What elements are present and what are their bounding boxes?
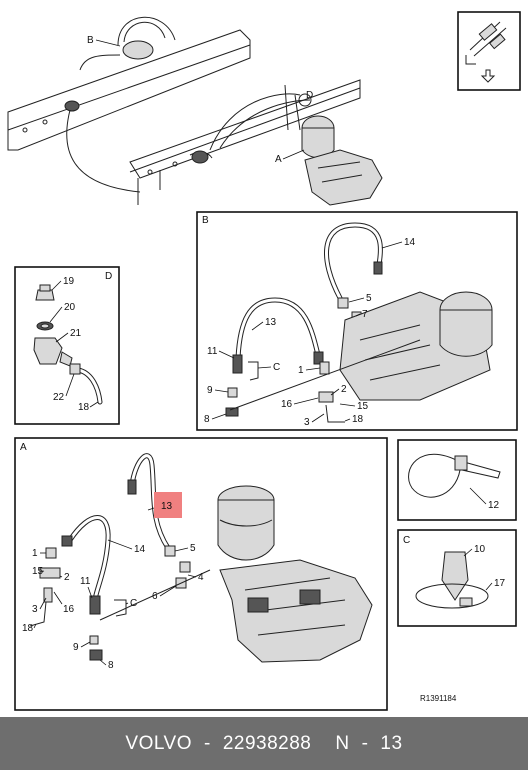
callout-8-a: 8 xyxy=(108,660,114,671)
detail-view-cable-tie: 12 xyxy=(397,439,517,521)
callout-2: 2 xyxy=(341,384,347,395)
callout-18: 18 xyxy=(352,414,364,425)
callout-22: 22 xyxy=(53,392,65,403)
callout-14: 14 xyxy=(404,237,416,248)
callout-9: 9 xyxy=(207,385,213,396)
callout-17: 17 xyxy=(494,578,506,589)
callout-b: B xyxy=(87,35,94,46)
callout-18-a: 18 xyxy=(22,623,34,634)
view-b-title: B xyxy=(202,215,209,226)
callout-11-a: 11 xyxy=(80,576,91,587)
chassis-rail-lower xyxy=(129,79,361,179)
callout-13: 13 xyxy=(265,317,277,328)
detail-view-c: C 10 17 xyxy=(397,529,517,627)
footer-separator: - xyxy=(203,732,211,754)
callout-13-highlighted: 13 xyxy=(161,501,173,512)
overview-illustration: B A D xyxy=(7,16,383,206)
footer-part-number: 22938288 xyxy=(222,732,312,754)
callout-15: 15 xyxy=(357,401,369,412)
footer-brand: VOLVO xyxy=(125,732,192,754)
callout-8: 8 xyxy=(204,414,210,425)
callout-16: 16 xyxy=(281,399,293,410)
view-c-title: C xyxy=(403,535,410,546)
view-a-title: A xyxy=(20,442,27,453)
callout-12: 12 xyxy=(488,500,500,511)
detail-view-a: A 13 14 xyxy=(14,437,388,711)
callout-1-a: 1 xyxy=(32,548,38,559)
callout-16-a: 16 xyxy=(63,604,75,615)
detail-view-d: D 19 20 21 22 18 xyxy=(14,266,120,425)
callout-15-a: 15 xyxy=(32,566,44,577)
exploded-parts-diagram: B A D B xyxy=(7,11,521,711)
callout-7: 7 xyxy=(362,309,368,320)
footer-position-number: 13 xyxy=(380,732,403,754)
callout-3-a: 3 xyxy=(32,604,38,615)
callout-18-d: 18 xyxy=(78,402,90,413)
callout-4-a: 4 xyxy=(198,572,204,583)
callout-1: 1 xyxy=(298,365,304,376)
callout-20: 20 xyxy=(64,302,76,313)
view-navigation-icon xyxy=(457,11,521,91)
callout-5: 5 xyxy=(366,293,372,304)
reference-code: R1391184 xyxy=(420,694,457,703)
callout-a: A xyxy=(275,154,282,165)
callout-19: 19 xyxy=(63,276,75,287)
callout-10: 10 xyxy=(474,544,486,555)
callout-11: 11 xyxy=(207,346,218,357)
callout-9-a: 9 xyxy=(73,642,79,653)
part-footer: VOLVO - 22938288 N - 13 xyxy=(0,717,528,770)
callout-c: C xyxy=(273,362,280,373)
callout-5-a: 5 xyxy=(190,543,196,554)
callout-14-a: 14 xyxy=(134,544,146,555)
view-d-title: D xyxy=(105,271,112,282)
callout-2-a: 2 xyxy=(64,572,70,583)
footer-position-prefix: N xyxy=(335,732,350,754)
chassis-rail-upper xyxy=(7,29,251,151)
callout-6-a: 6 xyxy=(152,591,158,602)
callout-21: 21 xyxy=(70,328,82,339)
highlight-13 xyxy=(154,492,182,518)
callout-c-a: C xyxy=(130,598,137,609)
footer-separator-2: - xyxy=(361,732,369,754)
callout-3: 3 xyxy=(304,417,310,428)
detail-view-b: B 14 13 5 7 11 C xyxy=(196,211,518,431)
